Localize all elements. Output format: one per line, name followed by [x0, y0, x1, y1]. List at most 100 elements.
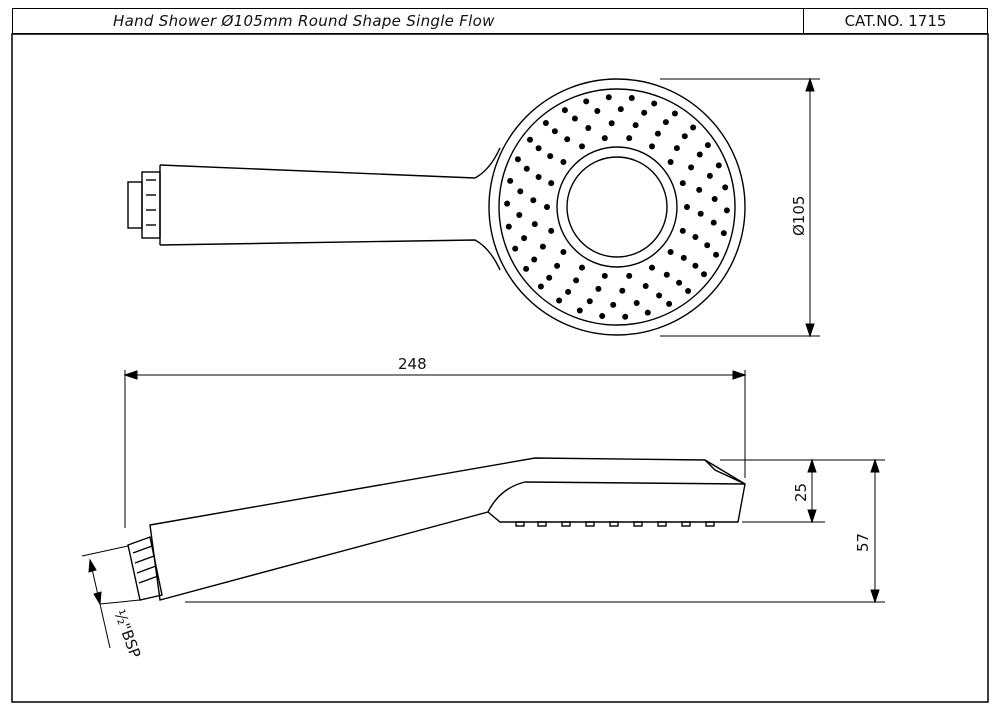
nozzle: [619, 287, 626, 294]
nozzle: [628, 95, 635, 101]
nozzle: [704, 142, 711, 149]
nozzle: [704, 242, 711, 249]
nozzle: [667, 159, 674, 165]
nozzle: [673, 145, 680, 152]
nozzle: [697, 210, 704, 217]
nozzle: [713, 251, 720, 258]
nozzle: [617, 106, 624, 113]
nozzle: [548, 227, 555, 234]
drawing-frame: [11, 33, 989, 703]
diameter-dimension: [660, 77, 820, 338]
thread-connector: [127, 171, 161, 239]
nozzle: [539, 243, 546, 250]
nozzle: [594, 108, 601, 114]
top-view: [127, 78, 746, 336]
side-profile: [149, 457, 746, 601]
nozzle: [676, 279, 683, 286]
nozzle: [504, 200, 511, 207]
nozzle: [610, 301, 617, 308]
nozzle: [654, 130, 661, 137]
nozzle: [662, 119, 669, 126]
nozzle: [710, 219, 717, 226]
nozzle: [667, 249, 674, 255]
center-ring-outer: [556, 146, 678, 268]
nozzle: [722, 184, 729, 191]
nozzle: [649, 143, 655, 150]
nozzle: [679, 227, 686, 234]
nozzle: [554, 262, 561, 269]
nozzle: [531, 221, 538, 228]
drawing-title: Hand Shower Ø105mm Round Shape Single Fl…: [113, 12, 495, 30]
handle-outline: [159, 147, 501, 271]
nozzle: [608, 120, 615, 127]
nozzle: [701, 271, 707, 278]
nozzle: [561, 107, 568, 114]
nozzle: [633, 300, 640, 306]
nozzle: [696, 151, 703, 158]
nozzle: [632, 122, 639, 129]
nozzle: [556, 297, 563, 304]
nozzle: [680, 254, 687, 261]
nozzle: [692, 262, 699, 269]
nozzle: [656, 292, 663, 299]
nozzle: [706, 172, 713, 179]
nozzle: [530, 197, 537, 204]
nozzle: [576, 307, 583, 314]
nozzle: [564, 136, 571, 143]
nozzle: [547, 153, 554, 160]
diameter-label: Ø105: [790, 196, 808, 236]
nozzle: [696, 186, 703, 193]
nozzle: [723, 207, 730, 214]
nozzle: [512, 245, 519, 252]
nozzle: [546, 274, 553, 281]
nozzle: [535, 174, 542, 180]
nozzle: [644, 309, 651, 316]
side-nozzles: [515, 521, 715, 527]
nozzle: [605, 94, 612, 101]
nozzle: [505, 223, 512, 230]
center-ring-inner: [566, 156, 668, 258]
nozzle: [560, 249, 567, 255]
length-dimension: [123, 370, 747, 528]
head-outer-ring: [488, 78, 746, 336]
nozzle: [720, 230, 727, 237]
nozzle: [565, 288, 572, 295]
nozzle: [684, 204, 690, 210]
nozzle: [560, 159, 567, 165]
nozzle: [551, 128, 558, 135]
nozzle: [531, 256, 538, 263]
nozzle: [548, 180, 555, 187]
length-label: 248: [398, 355, 427, 373]
nozzle: [688, 164, 695, 171]
head-height-label: 25: [792, 483, 810, 502]
nozzle: [641, 109, 648, 116]
nozzle: [571, 115, 578, 122]
nozzle: [711, 196, 718, 202]
nozzle: [671, 110, 678, 117]
nozzle: [516, 212, 523, 218]
nozzle: [523, 165, 530, 172]
nozzle: [583, 98, 590, 105]
nozzle: [651, 100, 658, 107]
nozzle: [642, 283, 649, 289]
nozzle: [544, 204, 550, 210]
nozzle: [685, 288, 692, 294]
nozzle: [527, 136, 533, 143]
nozzle: [681, 133, 688, 140]
nozzle: [537, 283, 544, 290]
nozzle: [517, 188, 524, 195]
nozzle: [626, 272, 633, 279]
nozzle: [649, 264, 655, 271]
nozzle: [523, 265, 530, 272]
nozzle: [586, 298, 593, 305]
total-height-dimension: [185, 458, 885, 604]
nozzle: [622, 313, 629, 320]
nozzle: [514, 156, 521, 163]
nozzle: [715, 162, 722, 169]
side-thread-connector: [127, 536, 163, 601]
nozzle: [585, 125, 592, 131]
nozzle: [601, 135, 608, 142]
thread-label: ½"BSP: [110, 607, 144, 660]
nozzle: [507, 177, 514, 184]
